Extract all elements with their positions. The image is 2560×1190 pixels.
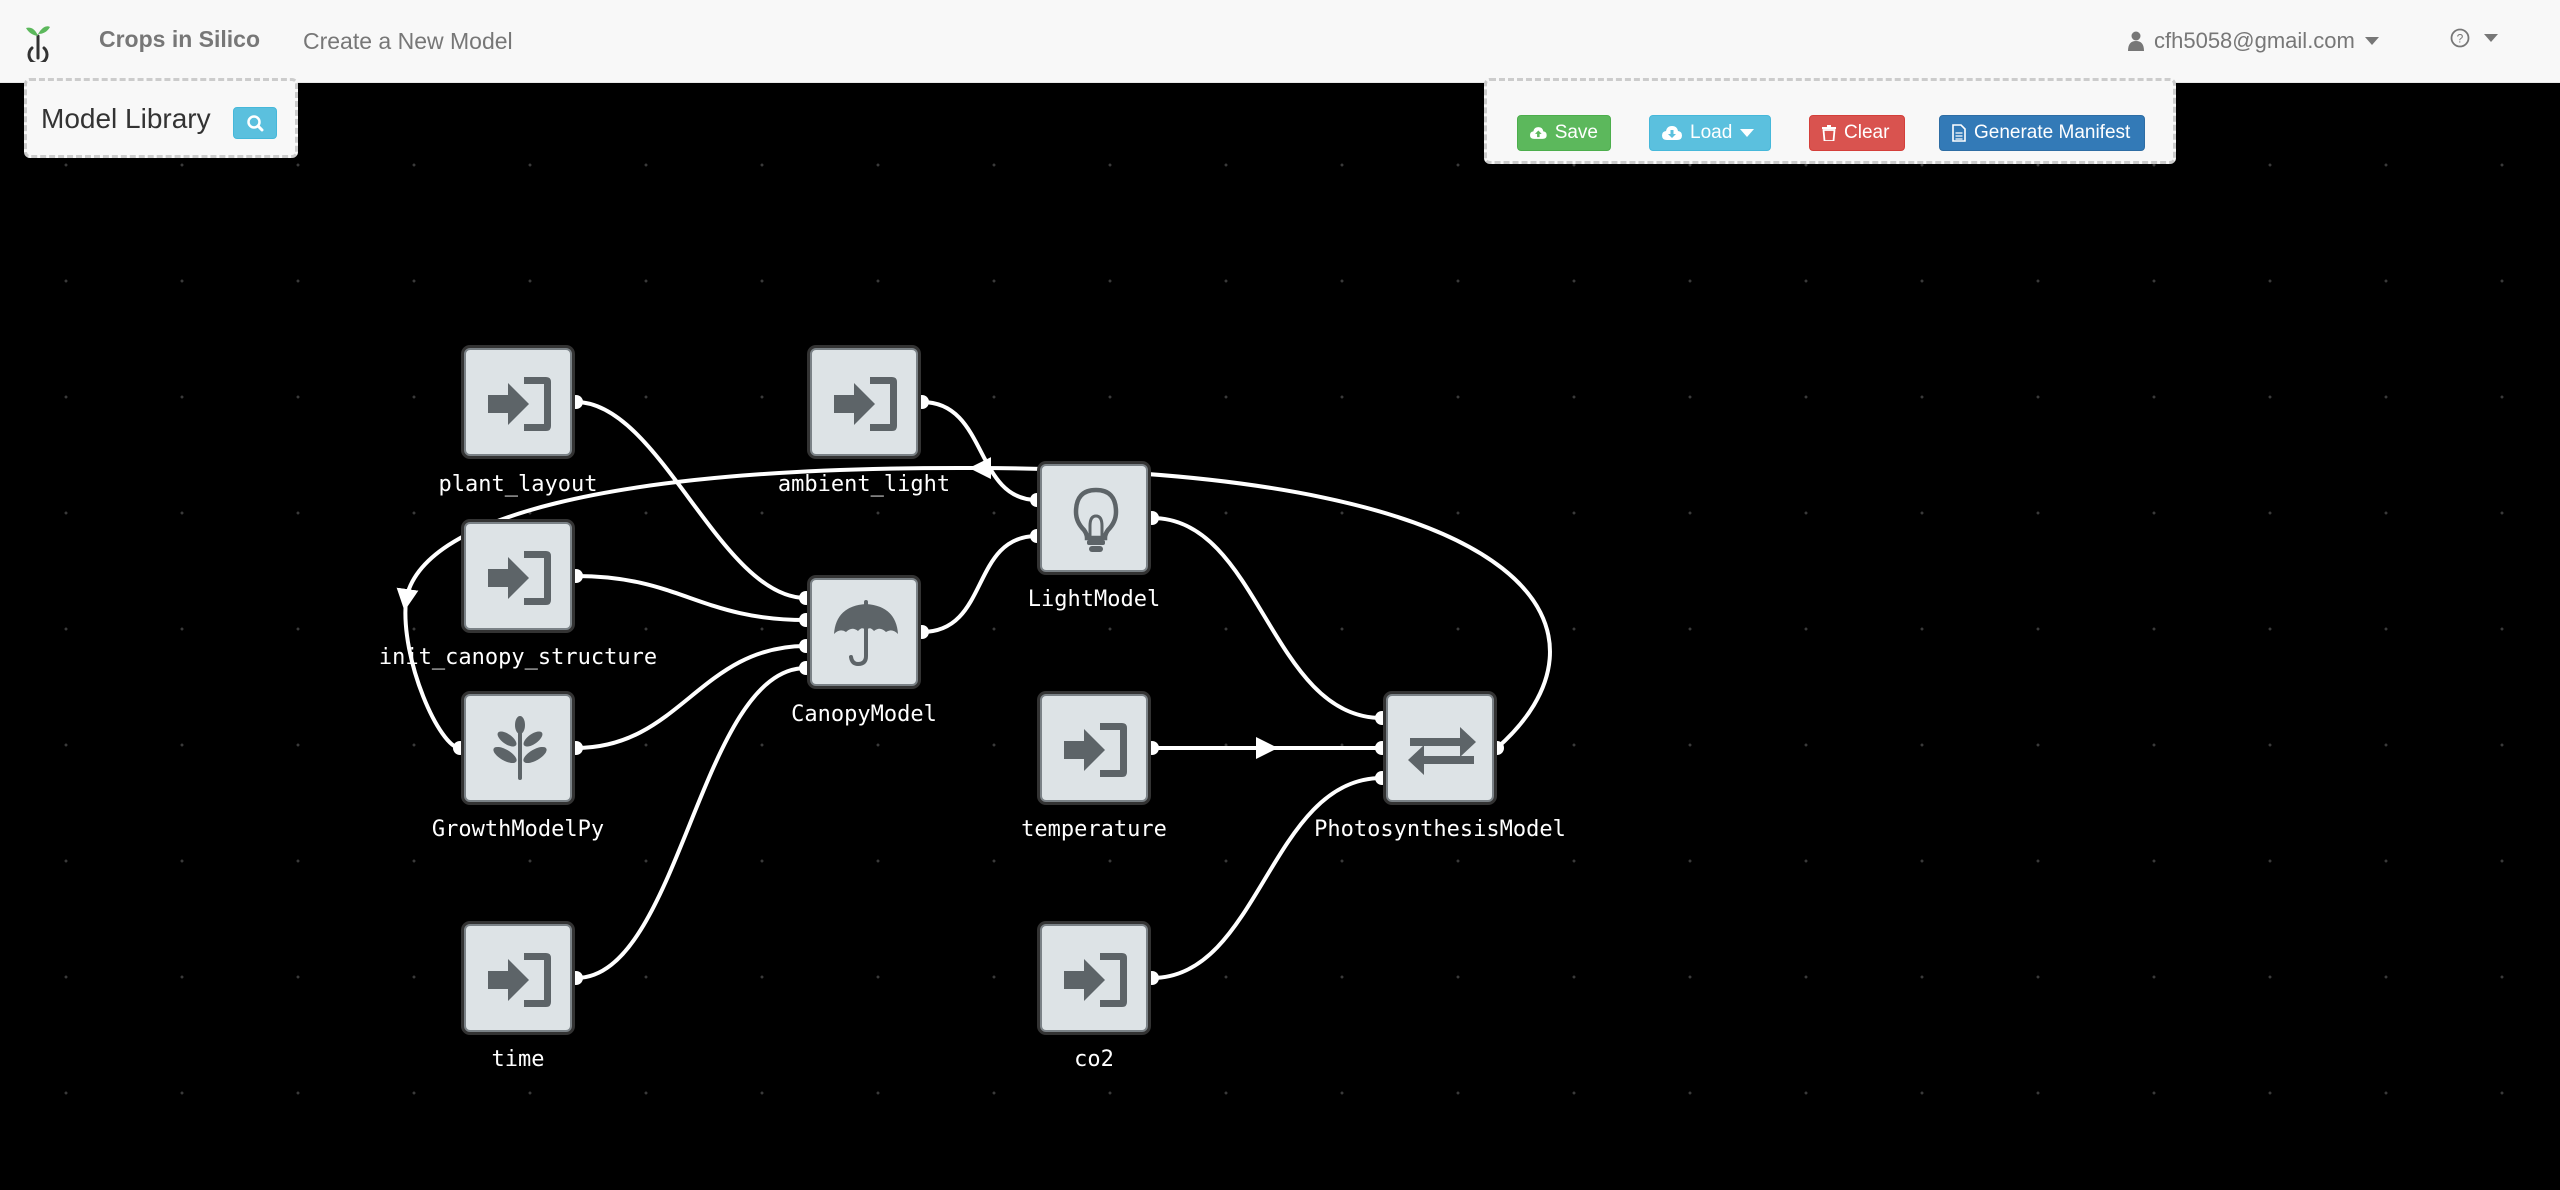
node-light-model[interactable]	[1040, 464, 1148, 572]
node-label-temperature: temperature	[1021, 817, 1167, 842]
node-co2[interactable]	[1040, 924, 1148, 1032]
generate-manifest-button[interactable]: Generate Manifest	[1939, 115, 2145, 151]
wire-ambient-light-to-lightmodel[interactable]	[921, 400, 1038, 502]
lightbulb-icon	[1060, 484, 1132, 556]
wire-co2-to-photosynthesis[interactable]	[1151, 776, 1383, 980]
clear-label: Clear	[1844, 122, 1890, 143]
exchange-icon	[1406, 714, 1478, 786]
node-label-init-canopy-structure: init_canopy_structure	[378, 645, 658, 670]
brand-title[interactable]: Crops in Silico	[99, 26, 261, 52]
cloud-download-icon	[1662, 126, 1682, 140]
chevron-down-icon	[2484, 34, 2498, 42]
crops-logo-icon[interactable]	[22, 22, 54, 62]
node-photosynthesis-model[interactable]	[1386, 694, 1494, 802]
wire-plant-layout-to-canopy[interactable]	[575, 400, 807, 600]
sign-in-icon	[1060, 944, 1132, 1016]
wire-photosynthesis-to-growth[interactable]	[396, 457, 1552, 750]
user-menu[interactable]: cfh5058@gmail.com	[2128, 28, 2379, 54]
sign-in-icon	[484, 368, 556, 440]
help-glyph: ?	[2457, 32, 2464, 46]
sign-in-icon	[484, 944, 556, 1016]
wire-init-canopy-to-canopy[interactable]	[575, 574, 807, 622]
model-library-panel: Model Library	[24, 78, 298, 158]
node-label-time: time	[491, 1047, 545, 1072]
node-init-canopy-structure[interactable]	[464, 522, 572, 630]
user-icon	[2128, 31, 2144, 51]
chevron-down-icon	[2364, 37, 2379, 45]
save-label: Save	[1554, 122, 1598, 143]
save-button[interactable]: Save	[1517, 115, 1611, 151]
clear-button[interactable]: Clear	[1809, 115, 1905, 151]
chevron-down-icon	[1740, 129, 1755, 137]
user-email: cfh5058@gmail.com	[2154, 28, 2355, 53]
node-label-light-model: LightModel	[1027, 587, 1161, 612]
wire-time-to-canopy[interactable]	[575, 666, 807, 980]
file-icon	[1952, 124, 1966, 142]
node-label-canopy-model: CanopyModel	[791, 702, 937, 727]
cloud-upload-icon	[1530, 127, 1547, 139]
model-canvas[interactable]	[0, 83, 2560, 1190]
library-search-button[interactable]	[233, 107, 277, 139]
sign-in-icon	[484, 542, 556, 614]
wire-growth-to-canopy[interactable]	[575, 644, 807, 750]
leaf-icon	[484, 714, 556, 786]
search-icon	[247, 115, 264, 132]
node-time[interactable]	[464, 924, 572, 1032]
model-library-title: Model Library	[41, 103, 211, 134]
node-temperature[interactable]	[1040, 694, 1148, 802]
wire-canopy-to-lightmodel[interactable]	[921, 534, 1038, 634]
node-canopy-model[interactable]	[810, 578, 918, 686]
node-label-co2: co2	[1074, 1047, 1114, 1072]
top-navbar: Crops in Silico Create a New Model cfh50…	[0, 0, 2560, 83]
sign-in-icon	[1060, 714, 1132, 786]
node-ambient-light[interactable]	[810, 348, 918, 456]
wire-lightmodel-to-photosynthesis[interactable]	[1151, 516, 1383, 720]
help-menu[interactable]: ?	[2450, 28, 2498, 48]
node-label-plant-layout: plant_layout	[438, 472, 598, 497]
create-new-model-link[interactable]: Create a New Model	[303, 28, 513, 54]
help-icon: ?	[2450, 28, 2470, 48]
node-plant-layout[interactable]	[464, 348, 572, 456]
sign-in-icon	[830, 368, 902, 440]
trash-icon	[1822, 125, 1836, 141]
node-label-photosynthesis-model: PhotosynthesisModel	[1314, 817, 1566, 842]
toolbar-panel: Save Load Clear Generate Manifest	[1484, 78, 2176, 164]
load-label: Load	[1690, 122, 1733, 143]
node-label-growth-model: GrowthModelPy	[431, 817, 605, 842]
umbrella-icon	[830, 598, 902, 670]
generate-manifest-label: Generate Manifest	[1974, 122, 2131, 143]
node-label-ambient-light: ambient_light	[777, 472, 951, 497]
node-growth-model[interactable]	[464, 694, 572, 802]
load-dropdown-button[interactable]: Load	[1649, 115, 1771, 151]
